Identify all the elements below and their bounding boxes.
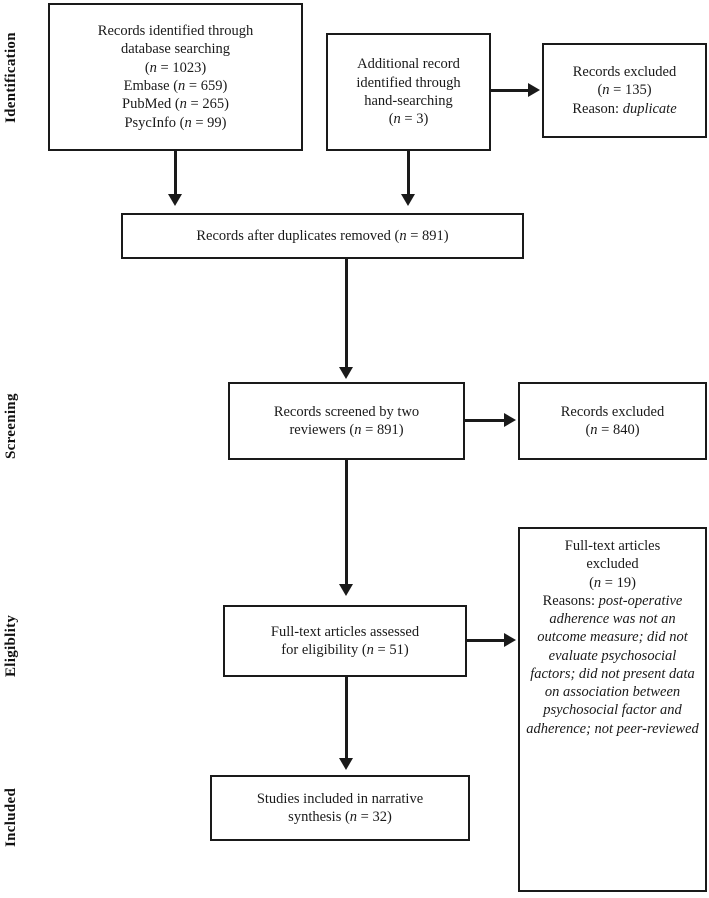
connector-line-hand-search-down bbox=[407, 151, 410, 199]
box-full-text-articles-assessed: Full-text articles assessed for eligibil… bbox=[223, 605, 467, 677]
arrow-hand-search-to-excluded-duplicates-icon bbox=[528, 82, 540, 97]
stage-label-included: Included bbox=[3, 787, 19, 847]
box-line: Records excluded bbox=[572, 64, 677, 81]
connector-line-fulltext-to-excluded bbox=[467, 639, 506, 642]
connector-line-after-duplicates-down bbox=[345, 259, 348, 371]
connector-line-hand-search-to-excluded bbox=[491, 89, 530, 92]
box-records-excluded-screening: Records excluded (n = 840) bbox=[518, 382, 707, 460]
box-records-after-duplicates-removed: Records after duplicates removed (n = 89… bbox=[121, 213, 524, 259]
box-line-embase: Embase (n = 659) bbox=[123, 78, 228, 94]
stage-label-eligibility: Eligiblity bbox=[3, 614, 19, 678]
box-line-psycinfo: PsycInfo (n = 99) bbox=[124, 114, 227, 131]
box-line-count: (n = 1023) bbox=[144, 59, 207, 76]
reasons-value: post-operative adherence was not an outc… bbox=[526, 592, 699, 737]
box-line: hand-searching bbox=[364, 93, 453, 109]
reasons-prefix: Reasons: bbox=[542, 592, 599, 609]
count-value: 840 bbox=[612, 422, 635, 438]
count-value: 891 bbox=[422, 227, 444, 244]
count-value: 32 bbox=[372, 809, 387, 825]
arrow-hand-search-to-after-duplicates-icon bbox=[401, 194, 415, 206]
box-line-reasons: Reasons: post-operative adherence was no… bbox=[526, 592, 699, 738]
box-line-reason: Reason: duplicate bbox=[572, 100, 677, 117]
stage-label-screening: Screening bbox=[3, 393, 19, 459]
arrow-after-duplicates-to-screened-icon bbox=[339, 367, 353, 379]
box-line-count: synthesis (n = 32) bbox=[288, 809, 392, 825]
box-line-count: Records after duplicates removed (n = 89… bbox=[196, 227, 449, 244]
box-line: Records identified through bbox=[97, 23, 254, 40]
box-records-identified-database-searching: Records identified through database sear… bbox=[48, 3, 303, 151]
box-line-count: reviewers (n = 891) bbox=[289, 422, 404, 438]
box-line: Full-text articles assessed bbox=[270, 623, 420, 640]
arrow-fulltext-assessed-to-included-studies-icon bbox=[339, 758, 353, 770]
box-line-pubmed: PubMed (n = 265) bbox=[122, 96, 229, 113]
count-value: 51 bbox=[389, 642, 404, 658]
box-records-excluded-duplicates: Records excluded (n = 135) Reason: dupli… bbox=[542, 43, 707, 138]
connector-line-screened-to-excluded bbox=[465, 419, 506, 422]
box-line: Studies included in narrative bbox=[256, 790, 424, 807]
box-line-count: (n = 19) bbox=[589, 574, 636, 591]
box-studies-included-narrative-synthesis: Studies included in narrative synthesis … bbox=[210, 775, 470, 841]
box-line: Full-text articles bbox=[564, 538, 661, 554]
box-line-count: (n = 3) bbox=[388, 111, 429, 128]
count-value: 19 bbox=[616, 574, 632, 591]
box-line-count: (n = 840) bbox=[585, 422, 640, 438]
arrow-screened-to-excluded-screening-icon bbox=[504, 412, 516, 427]
count-value: 265 bbox=[202, 96, 225, 113]
box-line: identified through bbox=[356, 74, 461, 91]
connector-line-fulltext-down bbox=[345, 677, 348, 762]
connector-line-screened-down bbox=[345, 460, 348, 588]
arrow-db-search-to-after-duplicates-icon bbox=[168, 194, 182, 206]
box-line: Records excluded bbox=[560, 403, 665, 420]
box-line: database searching bbox=[120, 41, 231, 58]
box-line: Records screened by two bbox=[273, 403, 420, 420]
box-line-count: (n = 135) bbox=[597, 82, 652, 99]
box-line: Additional record bbox=[357, 56, 460, 73]
box-line: excluded bbox=[586, 556, 639, 573]
box-additional-record-hand-searching: Additional record identified through han… bbox=[326, 33, 491, 151]
count-value: 1023 bbox=[172, 59, 202, 76]
reason-value: duplicate bbox=[622, 100, 677, 117]
arrow-screened-to-fulltext-assessed-icon bbox=[339, 584, 353, 596]
box-records-screened-by-two-reviewers: Records screened by two reviewers (n = 8… bbox=[228, 382, 465, 460]
count-value: 659 bbox=[200, 78, 223, 94]
box-line-count: for eligibility (n = 51) bbox=[281, 642, 409, 658]
count-value: 3 bbox=[416, 111, 424, 128]
count-value: 99 bbox=[207, 114, 222, 131]
box-full-text-articles-excluded: Full-text articles excluded (n = 19) Rea… bbox=[518, 527, 707, 892]
count-value: 135 bbox=[624, 82, 647, 99]
connector-line-db-search-down bbox=[174, 151, 177, 199]
arrow-fulltext-assessed-to-fulltext-excluded-icon bbox=[504, 632, 516, 647]
stage-label-identification: Identification bbox=[3, 32, 19, 124]
count-value: 891 bbox=[376, 422, 399, 438]
